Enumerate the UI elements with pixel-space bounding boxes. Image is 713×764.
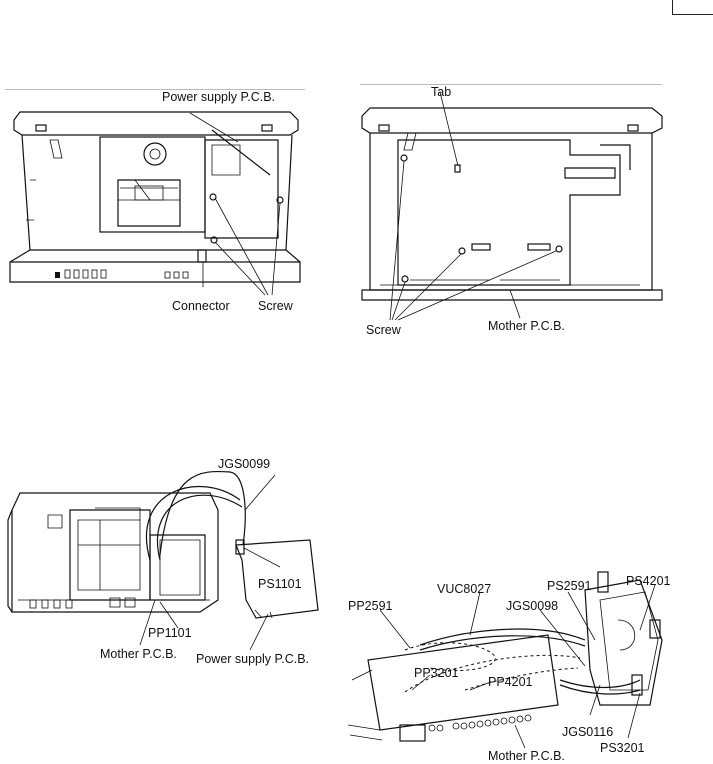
figure1-screw-label: Screw: [258, 299, 293, 313]
figure2-mother-pcb-label: Mother P.C.B.: [488, 319, 565, 333]
figure2-tab-label: Tab: [431, 85, 452, 99]
figure3-chassis: [7, 470, 319, 651]
figure4-pp2591-label: PP2591: [348, 599, 393, 613]
figure4-ps3201-label: PS3201: [600, 741, 645, 755]
figure4-rear-jacks: [399, 714, 532, 742]
figure4-jgs0116-label: JGS0116: [562, 725, 614, 739]
figure3-front-jacks: [29, 597, 136, 609]
figure3-jgs0099-label: JGS0099: [218, 457, 271, 471]
figure4-assembly: [347, 571, 663, 749]
figure2-screw-label: Screw: [366, 323, 401, 337]
figure3-pp1101-label: PP1101: [148, 626, 192, 640]
figure4-pp4201-label: PP4201: [488, 675, 533, 689]
figure1-connector-label: Connector: [172, 299, 230, 313]
rule-right: [360, 84, 662, 85]
figure1-front-buttons: [55, 269, 189, 279]
page-number-box: [672, 0, 713, 15]
figure4-ps2591-label: PS2591: [547, 579, 592, 593]
figure4-jgs0098-label: JGS0098: [506, 599, 559, 613]
figure4-vuc8027-label: VUC8027: [437, 582, 492, 596]
figure3-mother-pcb-label: Mother P.C.B.: [100, 647, 177, 661]
figure1-power-supply-label: Power supply P.C.B.: [162, 90, 276, 104]
figure3-ps1101-label: PS1101: [258, 577, 302, 591]
figure2-chassis: [361, 91, 663, 321]
figure4-mother-pcb-label: Mother P.C.B.: [488, 749, 565, 763]
figure3-power-supply-label: Power supply P.C.B.: [196, 652, 310, 666]
figure4-pp3201-label: PP3201: [414, 666, 459, 680]
figure4-ps4201-label: PS4201: [626, 574, 671, 588]
rule-left: [5, 89, 305, 90]
figure1-chassis: [9, 111, 301, 296]
